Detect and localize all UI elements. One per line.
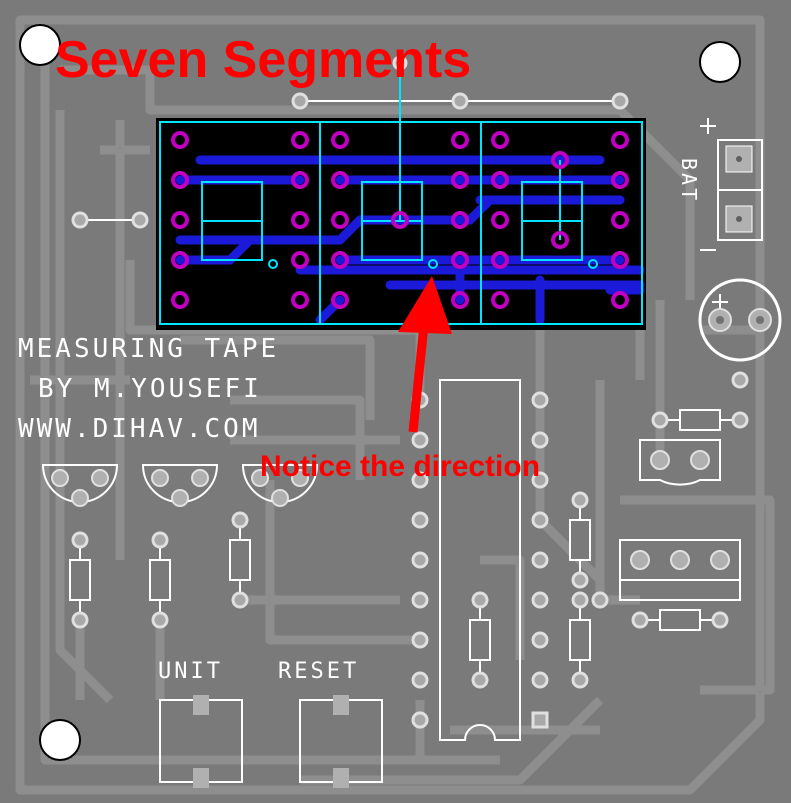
battery-label: BAT [677, 158, 701, 203]
display-pad [171, 131, 189, 149]
direction-arrow [398, 276, 452, 433]
display-pad [331, 131, 349, 149]
ic-pin [531, 631, 549, 649]
transistor [41, 464, 119, 507]
microcontroller-ic [411, 379, 549, 741]
left-jumper [71, 211, 149, 229]
reset-button[interactable] [299, 695, 383, 788]
display-pad [171, 291, 189, 309]
display-pad [451, 171, 469, 189]
display-pad [331, 211, 349, 229]
ic-pin [531, 391, 549, 409]
display-pad [171, 251, 189, 269]
silk-website: WWW.DIHAV.COM [18, 414, 261, 444]
display-pad [291, 211, 309, 229]
resistor [229, 511, 251, 609]
ic-pin [531, 471, 549, 489]
display-pad [451, 291, 469, 309]
display-pad [491, 251, 509, 269]
transistor [141, 464, 219, 507]
resistor-ic-inner [469, 591, 491, 689]
display-pad [451, 131, 469, 149]
reset-button-label: RESET [278, 659, 359, 684]
ic-pin [531, 671, 549, 689]
unit-button[interactable] [159, 695, 243, 788]
display-pad [491, 131, 509, 149]
display-pad [171, 171, 189, 189]
display-pad [291, 291, 309, 309]
unit-button-label: UNIT [158, 659, 223, 684]
display-pad [491, 291, 509, 309]
resistor [149, 531, 171, 629]
ic-pin [531, 511, 549, 529]
resistor-right-top [651, 371, 749, 431]
display-pad [451, 211, 469, 229]
display-pad [391, 211, 409, 229]
resistor [69, 531, 91, 629]
display-pad [611, 171, 629, 189]
display-pad [171, 211, 189, 229]
ic-pin [411, 711, 429, 729]
ic-pin [411, 431, 429, 449]
display-pad [331, 251, 349, 269]
display-pad [611, 211, 629, 229]
battery-connector [700, 118, 763, 251]
resistor-right-bottom [631, 609, 729, 631]
display-pad [451, 251, 469, 269]
resistor-ic-right-bottom [569, 591, 609, 689]
display-pad [491, 211, 509, 229]
display-pad [331, 291, 349, 309]
resistor-ic-right-top [569, 491, 591, 589]
display-pad [491, 171, 509, 189]
regulator-upper [639, 439, 721, 486]
seven-segment-display-block [156, 60, 646, 330]
silk-title: MEASURING TAPE [18, 334, 279, 364]
ic-pin [531, 431, 549, 449]
display-pad [291, 251, 309, 269]
transistors [41, 464, 319, 507]
regulator-lower [619, 539, 741, 601]
mounting-holes [19, 24, 741, 761]
ic-pin [531, 591, 549, 609]
ic-pin [411, 671, 429, 689]
display-pad [611, 251, 629, 269]
ic-pin [411, 471, 429, 489]
mounting-hole-top-right [699, 41, 741, 83]
display-pad [551, 151, 569, 169]
display-pad [331, 171, 349, 189]
display-pad [611, 291, 629, 309]
display-pad [291, 171, 309, 189]
ic-pin [411, 631, 429, 649]
ic-pin [411, 591, 429, 609]
annotation-title: Seven Segments [55, 31, 471, 89]
display-pad [551, 231, 569, 249]
ic-pin [411, 551, 429, 569]
resistors-left [69, 511, 251, 629]
display-pad [291, 131, 309, 149]
transistor [241, 464, 319, 507]
silk-author: BY M.YOUSEFI [38, 374, 262, 404]
mounting-hole-top-left [19, 24, 61, 66]
mounting-hole-bottom-left [39, 719, 81, 761]
capacitor [698, 278, 782, 362]
top-jumper [291, 55, 629, 118]
ic-pin [411, 511, 429, 529]
annotation-direction: Notice the direction [260, 450, 540, 483]
ic-pin [531, 551, 549, 569]
display-pad [611, 131, 629, 149]
